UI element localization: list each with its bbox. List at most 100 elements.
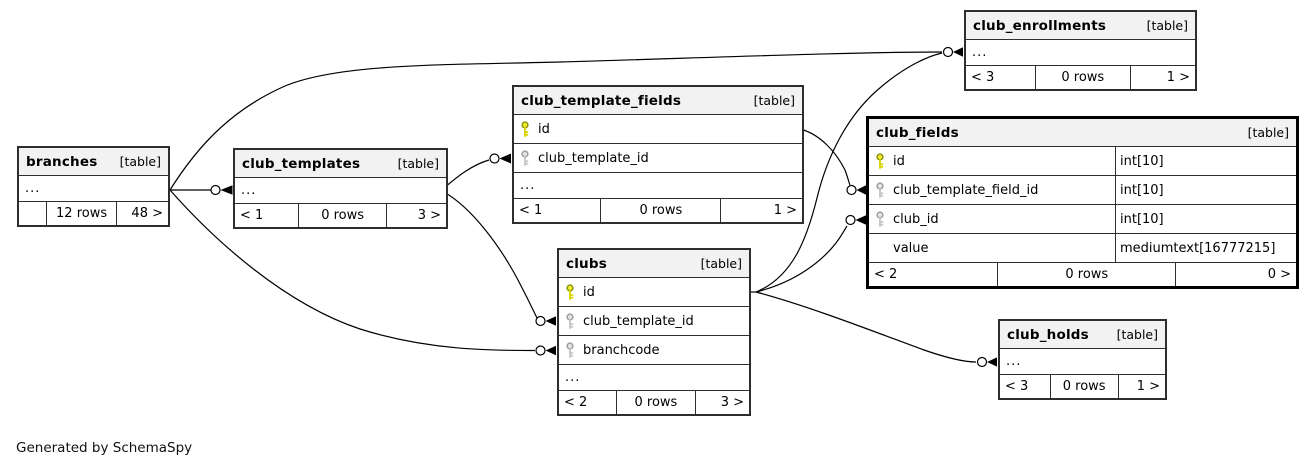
row-count: 0 rows [1049,375,1119,398]
hidden-columns-row: ... [966,40,1195,66]
children-count[interactable]: 0 > [1267,267,1291,282]
table-tag: [table] [700,256,742,271]
column-row-id[interactable]: id [559,278,749,307]
row-count: 12 rows [45,202,118,225]
table-name[interactable]: club_enrollments [973,17,1107,34]
foreign-key-icon [565,313,575,329]
table-club_holds[interactable]: club_holds [table] ... < 3 0 rows 1 > [998,319,1167,400]
children-count[interactable]: 1 > [1136,379,1160,394]
hidden-columns-row: ... [559,365,749,391]
table-footer: < 1 0 rows 3 > [235,204,446,227]
parents-count[interactable]: < 1 [519,203,543,218]
parents-count[interactable]: < 3 [1005,379,1029,394]
children-count[interactable]: 1 > [773,203,797,218]
parents-count[interactable]: < 3 [971,70,995,85]
table-header: club_templates [table] [235,150,446,178]
table-tag: [table] [1146,18,1188,33]
parents-count[interactable]: < 1 [240,208,264,223]
table-name[interactable]: club_holds [1007,326,1089,343]
column-name: value [893,240,929,256]
hidden-columns-row: ... [1000,349,1165,375]
children-count[interactable]: 3 > [417,208,441,223]
table-footer: < 3 0 rows 1 > [966,66,1195,89]
table-club_enrollments[interactable]: club_enrollments [table] ... < 3 0 rows … [964,10,1197,91]
primary-key-icon [875,153,885,169]
primary-key-icon [565,284,575,300]
table-clubs[interactable]: clubs [table] id club_template_id branch… [557,248,751,416]
column-row-club_template_id[interactable]: club_template_id [514,144,802,173]
column-type: int[10] [1115,176,1296,204]
cardinality-circle [535,345,546,356]
parents-count[interactable]: < 2 [874,267,898,282]
table-name[interactable]: club_template_fields [521,92,682,109]
table-tag: [table] [119,154,161,169]
column-name: branchcode [583,342,660,358]
children-count[interactable]: 1 > [1166,70,1190,85]
cardinality-circle [846,184,857,196]
column-name: club_template_id [583,313,694,329]
cardinality-circle [210,184,221,196]
arrowhead-icon [545,345,556,356]
parents-count [19,202,46,225]
parents-count[interactable]: < 2 [564,395,588,410]
table-header: club_fields [table] [869,119,1296,147]
column-type: int[10] [1115,147,1296,175]
row-count: 0 rows [997,263,1177,286]
hidden-columns-row: ... [514,173,802,199]
column-row-branchcode[interactable]: branchcode [559,336,749,365]
row-count: 0 rows [616,391,696,414]
column-name: club_template_field_id [893,182,1039,198]
cardinality-circle [976,356,988,368]
table-tag: [table] [397,156,439,171]
column-row-id[interactable]: id [514,115,802,144]
column-row-value[interactable]: value mediumtext[16777215] [869,234,1296,263]
column-name: club_template_id [538,150,649,166]
foreign-key-icon [875,211,885,227]
arrowhead-icon [499,153,511,164]
foreign-key-icon [875,182,885,198]
table-footer: < 2 0 rows 3 > [559,391,749,414]
table-branches[interactable]: branches [table] ... 12 rows 48 > [17,146,170,227]
table-name[interactable]: club_fields [876,124,959,141]
edge-branches-club_enrollments [169,51,943,191]
arrowhead-icon [856,185,866,195]
foreign-key-icon [520,150,530,166]
arrowhead-icon [855,215,866,225]
primary-key-icon [520,121,530,137]
table-name[interactable]: club_templates [242,155,361,172]
hidden-columns-row: ... [235,178,446,204]
column-row-club_id[interactable]: club_id int[10] [869,205,1296,234]
column-name: id [538,121,550,137]
table-club_template_fields[interactable]: club_template_fields [table] id club_tem… [512,85,804,224]
children-count[interactable]: 48 > [131,206,163,221]
table-tag: [table] [1116,327,1158,342]
column-name: club_id [893,211,939,227]
table-tag: [table] [753,93,795,108]
edge-clubs-club_enrollments [755,52,943,293]
column-row-club_template_id[interactable]: club_template_id [559,307,749,336]
table-name[interactable]: branches [26,153,98,170]
column-name: id [583,284,595,300]
table-footer: 12 rows 48 > [19,202,168,225]
cardinality-circle [845,214,856,226]
table-footer: < 2 0 rows 0 > [869,263,1296,286]
table-footer: < 1 0 rows 1 > [514,199,802,222]
edge-branches-clubs-branchcode [169,189,536,352]
edge-clubs-club_holds [755,291,977,363]
table-club_fields[interactable]: club_fields [table] id int[10] club_temp… [866,116,1299,289]
row-count: 0 rows [600,199,722,222]
table-footer: < 3 0 rows 1 > [1000,375,1165,398]
column-row-club_template_field_id[interactable]: club_template_field_id int[10] [869,176,1296,205]
table-club_templates[interactable]: club_templates [table] ... < 1 0 rows 3 … [233,148,448,229]
table-name[interactable]: clubs [566,255,607,272]
children-count[interactable]: 3 > [720,395,744,410]
table-header: club_template_fields [table] [514,87,802,115]
arrowhead-icon [953,47,963,57]
edge-club_template_fields-club_fields [799,128,851,186]
column-row-id[interactable]: id int[10] [869,147,1296,176]
arrowhead-icon [220,185,233,195]
cardinality-circle [489,153,500,164]
cardinality-circle [942,46,954,58]
column-type: int[10] [1115,205,1296,233]
